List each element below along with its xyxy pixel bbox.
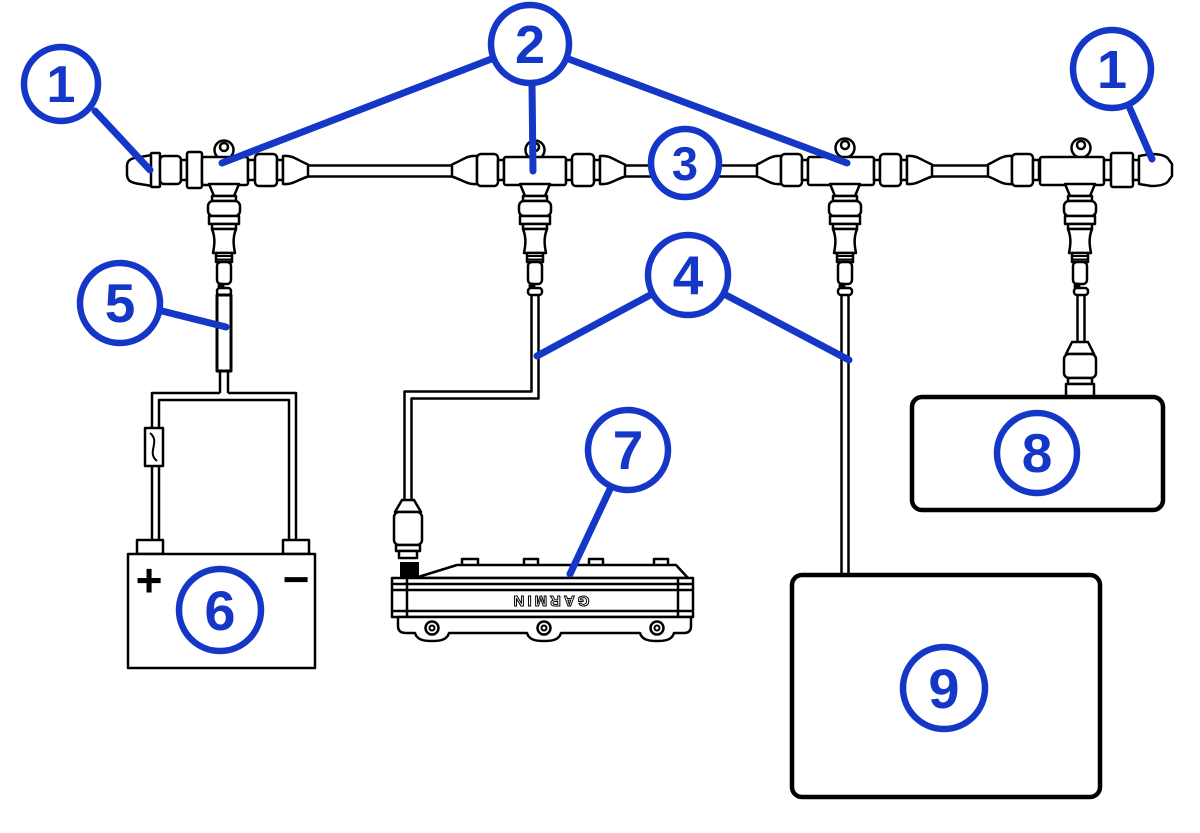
callout-label: 1	[1097, 40, 1127, 100]
battery-positive-symbol: +	[136, 554, 163, 606]
battery-terminal-positive	[135, 538, 165, 556]
leader-tee-left	[218, 54, 498, 167]
leader-terminator-left	[91, 107, 154, 174]
drop-connector	[1062, 182, 1098, 291]
garmin-logo: GARMIN	[511, 592, 590, 609]
backbone-cable-segment	[308, 164, 452, 178]
network-port	[400, 562, 419, 579]
drop-connector	[517, 182, 553, 291]
callout-nmea-device-9: 9	[899, 643, 989, 733]
fuse	[143, 426, 165, 468]
drop-cable-to-device-9	[836, 286, 854, 575]
drop-connector	[206, 182, 242, 291]
callout-label: 3	[672, 137, 698, 190]
callout-label: 5	[105, 272, 136, 334]
backbone-cable-segment	[932, 164, 988, 178]
tee-connector-4	[986, 137, 1113, 188]
leader-tee-center	[528, 79, 537, 175]
leader-drop-cable-left	[533, 290, 656, 360]
callout-label: 1	[47, 56, 76, 114]
tee-connector-1	[200, 139, 310, 188]
leader-sounder	[566, 483, 615, 578]
callout-label: 9	[928, 657, 959, 720]
battery-negative-symbol: −	[283, 553, 310, 605]
callout-label: 8	[1022, 422, 1053, 484]
drop-cable-to-sounder	[392, 286, 544, 560]
callout-drop-cable: 4	[644, 231, 732, 319]
callout-battery: 6	[175, 565, 265, 655]
drop-cable-to-device-8	[1062, 286, 1098, 399]
callout-label: 4	[673, 244, 704, 306]
terminator-right	[1109, 151, 1174, 189]
callout-label: 6	[204, 579, 235, 642]
callout-tee-connector: 2	[487, 1, 573, 87]
callout-label: 2	[515, 15, 545, 75]
callouts: 1 2 3 1 5 4 7 6	[20, 1, 1155, 733]
callout-leaders	[91, 54, 1156, 578]
battery-terminal-negative	[281, 538, 311, 556]
leader-tee-right	[562, 54, 851, 167]
battery: + −	[126, 538, 317, 670]
leader-drop-cable-right	[720, 290, 853, 364]
screw-holes	[424, 620, 665, 636]
drop-connector	[827, 182, 863, 291]
tee-connector-3	[755, 137, 934, 188]
callout-sounder-module: 7	[584, 406, 672, 494]
leader-terminator-right	[1124, 100, 1156, 163]
garmin-sounder-module: GARMIN	[390, 557, 695, 643]
power-cable	[143, 286, 298, 540]
leader-power-cable	[154, 306, 230, 331]
callout-power-cable: 5	[76, 259, 164, 347]
callout-terminator-left: 1	[20, 43, 102, 125]
callout-nmea-device-8: 8	[993, 409, 1081, 497]
callout-terminator-right: 1	[1069, 26, 1155, 112]
callout-label: 7	[613, 419, 644, 481]
callout-backbone-cable: 3	[647, 125, 723, 201]
tee-connector-2	[450, 139, 627, 188]
